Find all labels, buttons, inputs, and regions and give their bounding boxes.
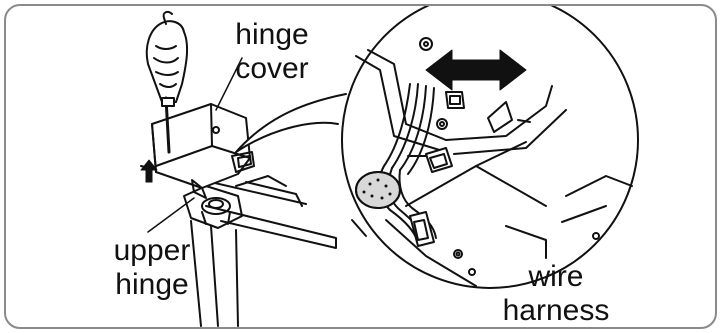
upper-hinge-label-line2: hinge [115,268,189,301]
hinge-cover [151,103,255,199]
double-arrow-icon [425,49,527,91]
hinge-cover-label-line1: hinge [235,18,309,51]
hand-icon [145,10,189,154]
hinge-cover-label-line2: cover [235,52,309,85]
illustration [140,6,639,327]
wire-harness-label-line2: harness [502,294,610,327]
wire-harness-label: wire harness [494,260,618,327]
upper-hinge-label-line1: upper [113,234,191,267]
upper-hinge [183,185,243,229]
upper-hinge-label: upper hinge [100,234,204,302]
diagram-frame: hinge cover upper hinge wire harness [4,4,717,329]
up-arrow-icon [140,159,158,183]
refrigerator-body [140,165,337,327]
wire-harness-label-line1: wire [528,260,584,293]
hinge-cover-label: hinge cover [224,18,320,86]
zoom-detail [351,37,633,287]
